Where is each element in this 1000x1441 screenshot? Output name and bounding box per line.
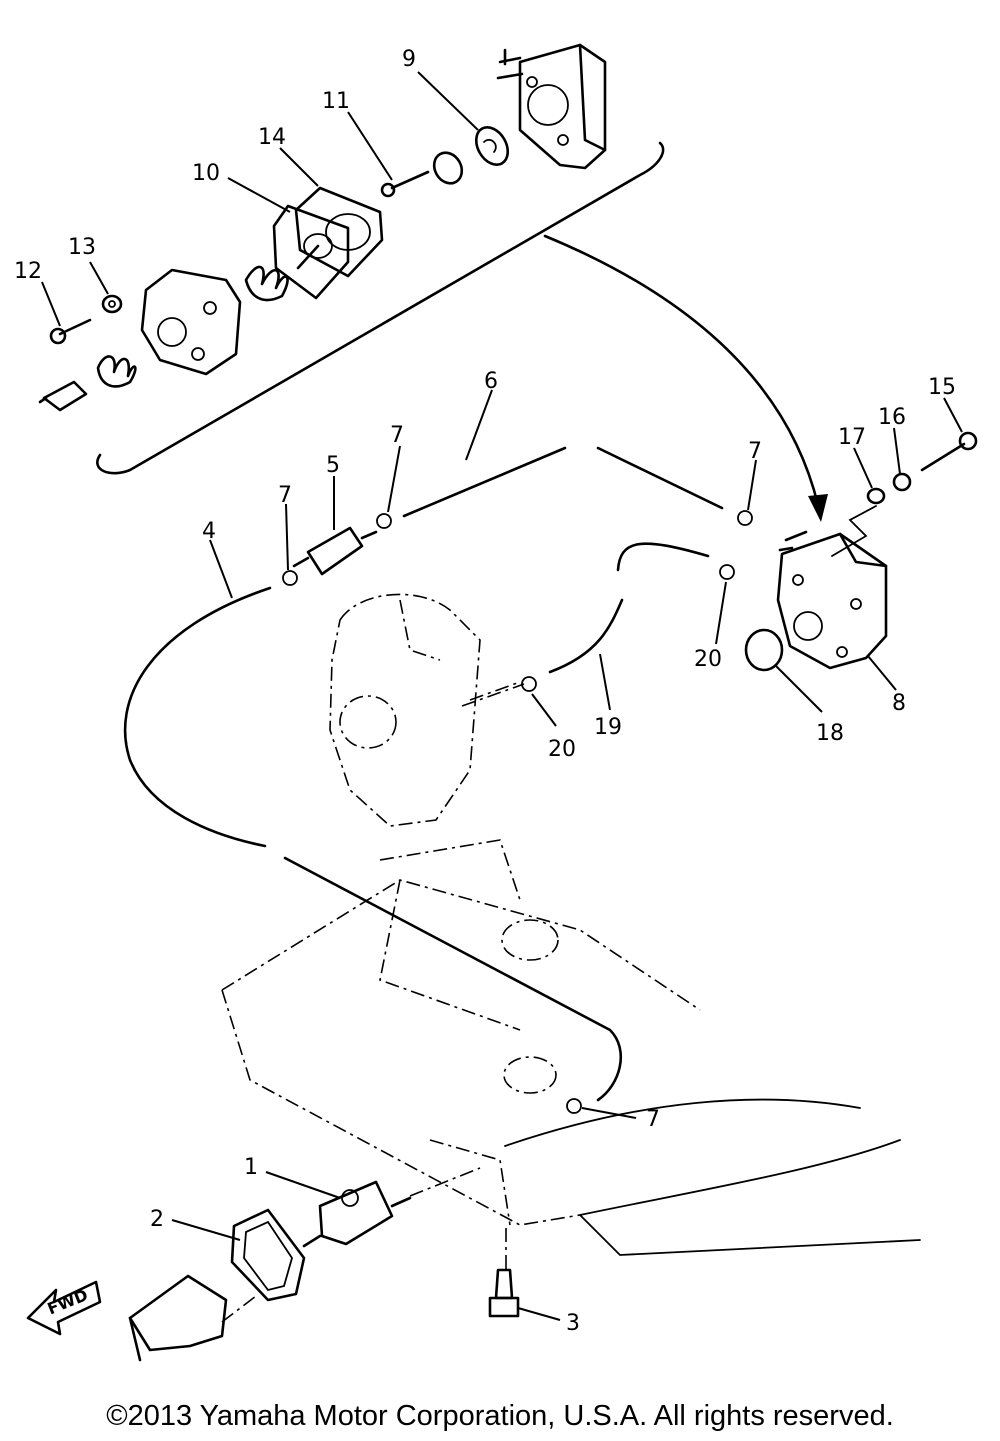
callout-20b: 20 xyxy=(548,737,576,762)
bolt-path xyxy=(831,505,877,557)
clip-7d xyxy=(566,1098,582,1114)
clip-7a xyxy=(282,570,298,586)
callout-9: 9 xyxy=(402,47,416,72)
callout-4: 4 xyxy=(202,519,216,544)
drain-screw-part xyxy=(488,1268,520,1318)
callout-15: 15 xyxy=(928,375,956,400)
fuel-pump-part xyxy=(776,530,888,670)
callout-2: 2 xyxy=(150,1207,164,1232)
connector-cock xyxy=(409,1167,481,1197)
fwd-label: FWD xyxy=(45,1285,91,1318)
spring-part-lower xyxy=(96,355,137,388)
callout-10: 10 xyxy=(192,161,220,186)
leader-12 xyxy=(41,281,61,327)
leader-6 xyxy=(465,389,493,461)
leader-19 xyxy=(599,653,611,711)
callout-5: 5 xyxy=(326,453,340,478)
fwd-arrow: FWD xyxy=(26,1280,102,1336)
callout-12: 12 xyxy=(14,259,42,284)
fuel-cock-part xyxy=(302,1180,412,1248)
callout-18: 18 xyxy=(816,721,844,746)
callout-8: 8 xyxy=(892,691,906,716)
valve-stem-part xyxy=(38,380,88,412)
callout-3: 3 xyxy=(566,1311,580,1336)
leader-2 xyxy=(171,1219,241,1241)
hose-upper-bend xyxy=(616,542,710,572)
hose-4 xyxy=(123,586,272,848)
bottom-cowling-outline xyxy=(221,839,921,1256)
leader-20a xyxy=(715,581,727,645)
detail-arrowhead xyxy=(808,494,828,522)
hose-4-lower xyxy=(283,856,623,1102)
leader-3 xyxy=(517,1307,561,1321)
carburetor-outline xyxy=(329,593,521,827)
leader-8 xyxy=(867,655,897,691)
fuel-knob-part xyxy=(128,1274,228,1362)
leader-15 xyxy=(943,397,963,433)
check-valve-part xyxy=(272,204,350,300)
leader-14 xyxy=(279,147,319,187)
clip-7b xyxy=(376,513,392,529)
leader-7d xyxy=(581,1107,637,1119)
callout-6: 6 xyxy=(484,369,498,394)
callout-17: 17 xyxy=(838,425,866,450)
clip-20a xyxy=(719,564,735,580)
leader-7c xyxy=(747,459,757,511)
leader-16 xyxy=(893,427,901,475)
spring-part-upper xyxy=(244,265,289,302)
clip-20b xyxy=(521,676,537,692)
leader-1 xyxy=(265,1171,341,1199)
callout-7b: 7 xyxy=(390,423,404,448)
leader-13 xyxy=(89,261,109,295)
callout-13: 13 xyxy=(68,235,96,260)
leader-17 xyxy=(853,447,873,489)
inset-panel-outline xyxy=(96,141,665,475)
callout-19: 19 xyxy=(594,715,622,740)
detail-arrow xyxy=(543,234,820,507)
diaphragm-gasket-part xyxy=(294,186,384,278)
callout-11: 11 xyxy=(322,89,350,114)
leader-20b xyxy=(531,693,557,727)
callout-1: 1 xyxy=(244,1155,258,1180)
screw-part-11 xyxy=(380,170,430,198)
valve-part xyxy=(432,151,464,185)
callout-14: 14 xyxy=(258,125,286,150)
pump-cover-part xyxy=(140,268,242,376)
screw-part-12 xyxy=(49,318,92,345)
copyright-notice: ©2013 Yamaha Motor Corporation, U.S.A. A… xyxy=(106,1400,894,1432)
washer-part-13 xyxy=(101,294,123,314)
callout-7a: 7 xyxy=(278,483,292,508)
leader-7a xyxy=(285,503,289,571)
connector-knob xyxy=(221,1295,257,1323)
clip-7c xyxy=(737,510,753,526)
leader-10 xyxy=(227,177,291,213)
leader-11 xyxy=(347,111,393,181)
leader-4 xyxy=(209,539,233,599)
leader-9 xyxy=(417,71,479,131)
pump-body-part xyxy=(496,43,607,170)
leader-18 xyxy=(775,665,823,713)
leader-7b xyxy=(387,445,401,513)
fuel-filter-part xyxy=(292,526,378,576)
hose-19 xyxy=(548,598,624,674)
callout-7d: 7 xyxy=(646,1107,660,1132)
o-ring-part-18 xyxy=(744,628,784,672)
gasket-part xyxy=(230,1208,306,1302)
callout-7c: 7 xyxy=(748,439,762,464)
bolt-part-15 xyxy=(920,431,978,472)
washer-part-17 xyxy=(866,487,886,505)
connector-carb xyxy=(461,683,525,707)
callout-16: 16 xyxy=(878,405,906,430)
hose-6-right xyxy=(596,446,724,510)
callout-20a: 20 xyxy=(694,647,722,672)
hose-6-left xyxy=(402,446,567,518)
washer-part-16 xyxy=(892,472,912,492)
diaphragm-part xyxy=(474,126,510,166)
